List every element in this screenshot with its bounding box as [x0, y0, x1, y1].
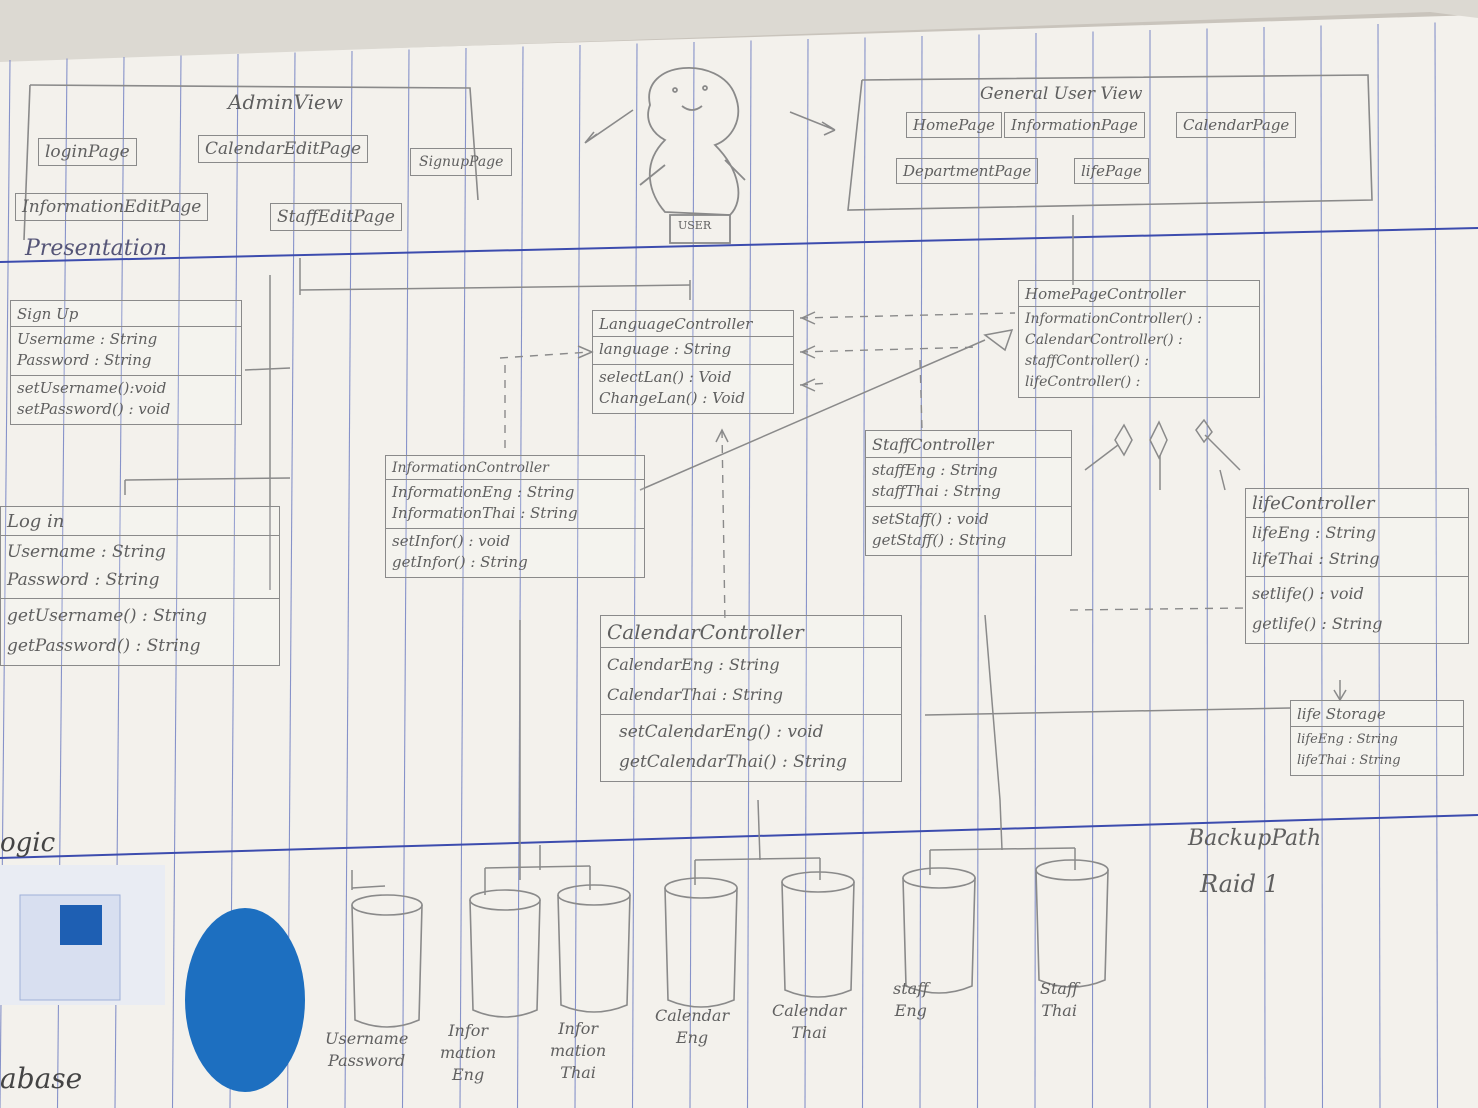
class-language-method: ChangeLan() : Void	[599, 389, 745, 407]
class-lifestorage-attr: lifeEng : String	[1297, 732, 1398, 747]
database-cylinder	[781, 871, 855, 998]
class-calendar-method: getCalendarThai() : String	[619, 752, 848, 772]
database-cylinders	[351, 859, 1109, 1028]
admin-view-frame	[23, 84, 479, 241]
class-homepage-method: CalendarController() :	[1025, 332, 1183, 348]
class-life-method: setlife() : void	[1252, 584, 1364, 603]
class-calendar-attr: CalendarEng : String	[607, 655, 780, 674]
connectors	[124, 215, 1341, 880]
general-user-view-title: General User View	[980, 84, 1143, 104]
class-login-method: getPassword() : String	[7, 636, 201, 656]
general-view-frame	[847, 74, 1373, 211]
class-calendar-method: setCalendarEng() : void	[619, 722, 824, 742]
class-lifestorage-attr: lifeThai : String	[1297, 753, 1401, 768]
class-language-attr: language : String	[599, 340, 732, 358]
user-page-home: HomePage	[906, 112, 1003, 138]
class-signup-method: setPassword() : void	[17, 400, 171, 418]
database-cylinder	[469, 889, 541, 1018]
class-life-method: getlife() : String	[1252, 614, 1383, 633]
class-signup-attr: Password : String	[17, 351, 152, 369]
database-cylinder	[902, 867, 976, 994]
class-login-name: Log in	[1, 507, 279, 536]
admin-page-calendar-edit: CalendarEditPage	[198, 135, 369, 163]
class-staff-method: getStaff() : String	[872, 531, 1007, 549]
admin-page-staff-edit: StaffEditPage	[270, 203, 402, 231]
class-calendar-attr: CalendarThai : String	[607, 685, 783, 704]
class-language-name: LanguageController	[593, 311, 793, 337]
class-signup: Sign Up Username : String Password : Str…	[10, 300, 242, 425]
class-language-controller: LanguageController language : String sel…	[592, 310, 794, 414]
class-homepage-method: lifeController() :	[1025, 374, 1141, 390]
class-life-name: lifeController	[1246, 489, 1468, 518]
class-homepage-name: HomePageController	[1019, 281, 1259, 307]
class-login: Log in Username : String Password : Stri…	[0, 506, 280, 666]
logic-divider	[0, 814, 1478, 859]
admin-page-information-edit: InformationEditPage	[15, 193, 209, 221]
class-login-method: getUsername() : String	[7, 606, 207, 626]
user-page-life: lifePage	[1074, 158, 1149, 184]
user-page-information: InformationPage	[1004, 112, 1145, 138]
carton-sticker	[0, 865, 305, 1092]
logic-layer-label: ogic	[0, 828, 56, 858]
user-page-department: DepartmentPage	[896, 158, 1039, 184]
presentation-layer-label: Presentation	[25, 236, 168, 261]
class-language-method: selectLan() : Void	[599, 368, 732, 386]
backup-path-label: BackupPath	[1188, 826, 1322, 851]
class-signup-name: Sign Up	[11, 301, 241, 327]
user-figure	[639, 66, 746, 244]
database-layer-label: abase	[0, 1062, 83, 1095]
class-calendar-controller: CalendarController CalendarEng : String …	[600, 615, 902, 782]
class-life-storage: life Storage lifeEng : String lifeThai :…	[1290, 700, 1464, 776]
admin-page-signup: SignupPage	[410, 148, 513, 176]
database-cylinder	[1035, 859, 1109, 988]
class-life-attr: lifeThai : String	[1252, 549, 1380, 568]
database-cylinder	[664, 877, 738, 1008]
class-homepage-controller: HomePageController InformationController…	[1018, 280, 1260, 398]
raid-label: Raid 1	[1200, 870, 1279, 898]
class-information-attr: InformationEng : String	[392, 483, 575, 501]
admin-view-title: AdminView	[228, 90, 343, 114]
class-login-attr: Username : String	[7, 542, 166, 562]
class-staff-controller: StaffController staffEng : String staffT…	[865, 430, 1072, 556]
class-lifestorage-name: life Storage	[1291, 701, 1463, 727]
user-label: USER	[678, 219, 712, 232]
db-bus	[351, 799, 1076, 895]
class-life-controller: lifeController lifeEng : String lifeThai…	[1245, 488, 1469, 644]
user-page-calendar: CalendarPage	[1176, 112, 1297, 138]
arrowheads	[577, 311, 1347, 702]
class-information-method: setInfor() : void	[392, 532, 511, 550]
dependency-lines	[499, 312, 1246, 626]
database-cylinder	[351, 894, 423, 1028]
class-calendar-name: CalendarController	[601, 616, 901, 648]
presentation-divider	[0, 227, 1478, 263]
class-information-method: getInfor() : String	[392, 553, 528, 571]
class-staff-attr: staffEng : String	[872, 461, 998, 479]
class-homepage-method: staffController() :	[1025, 353, 1150, 369]
database-cylinder	[557, 884, 631, 1013]
class-information-attr: InformationThai : String	[392, 504, 578, 522]
class-staff-method: setStaff() : void	[872, 510, 989, 528]
class-signup-method: setUsername():void	[17, 379, 167, 397]
class-homepage-method: InformationController() :	[1025, 311, 1202, 327]
class-staff-name: StaffController	[866, 431, 1071, 458]
class-information-name: InformationController	[386, 456, 644, 480]
class-life-attr: lifeEng : String	[1252, 523, 1377, 542]
class-signup-attr: Username : String	[17, 330, 158, 348]
admin-page-login: loginPage	[38, 138, 137, 166]
class-login-attr: Password : String	[7, 570, 160, 590]
class-staff-attr: staffThai : String	[872, 482, 1001, 500]
class-information-controller: InformationController InformationEng : S…	[385, 455, 645, 578]
